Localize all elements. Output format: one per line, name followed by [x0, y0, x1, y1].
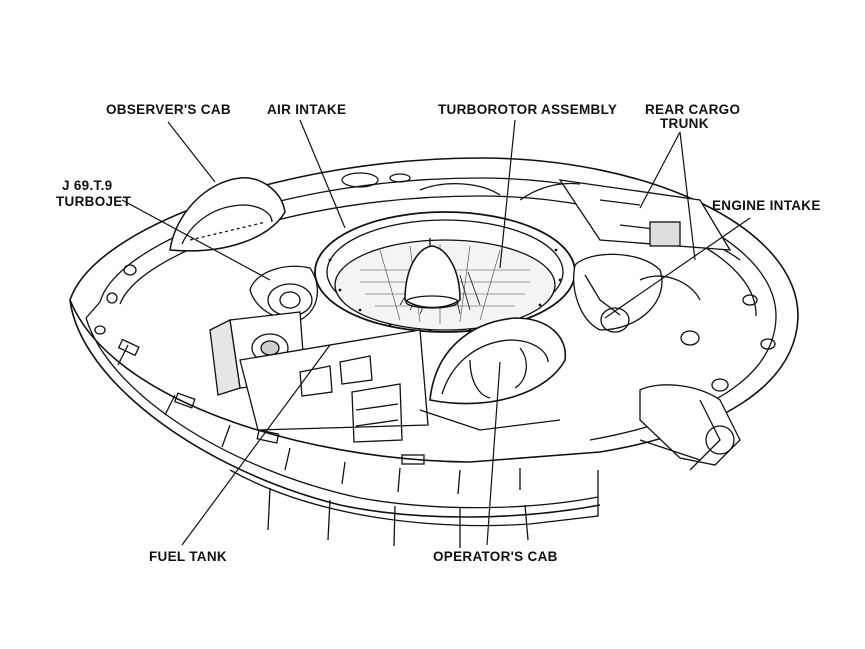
- fuel-tank-compartment: [239, 329, 429, 443]
- label-turbojet-line2: TURBOJET: [56, 194, 132, 209]
- turborotor-cone: [404, 238, 461, 309]
- operators-cab-canopy: [419, 317, 567, 431]
- rear-cargo-trunk: [519, 179, 732, 251]
- top-hatches: [341, 172, 501, 196]
- label-observers-cab: OBSERVER'S CAB: [106, 102, 231, 117]
- label-rear-cargo-line2: TRUNK: [660, 116, 709, 131]
- leader-air-intake: [299, 119, 346, 229]
- leader-rear-cargo-b: [679, 131, 696, 261]
- label-fuel-tank: FUEL TANK: [149, 549, 227, 564]
- leader-operators-cab: [486, 361, 501, 546]
- label-engine-intake: ENGINE INTAKE: [712, 198, 821, 213]
- label-turborotor-assembly: TURBOROTOR ASSEMBLY: [438, 102, 617, 117]
- label-operators-cab: OPERATOR'S CAB: [433, 549, 558, 564]
- label-air-intake: AIR INTAKE: [267, 102, 346, 117]
- leader-turborotor: [499, 119, 516, 269]
- label-rear-cargo-line1: REAR CARGO: [645, 102, 740, 117]
- leader-observers-cab: [167, 121, 216, 183]
- leader-engine-intake: [604, 217, 751, 319]
- observers-cab-canopy: [169, 177, 286, 252]
- leader-rear-cargo-a: [639, 131, 681, 209]
- landing-gear: [639, 384, 741, 471]
- leader-fuel-tank: [181, 344, 331, 546]
- leader-turbojet: [121, 199, 271, 281]
- label-turbojet-line1: J 69.T.9: [62, 178, 112, 193]
- leader-lines: [121, 119, 751, 546]
- callout-labels: OBSERVER'S CAB AIR INTAKE TURBOROTOR ASS…: [56, 102, 821, 564]
